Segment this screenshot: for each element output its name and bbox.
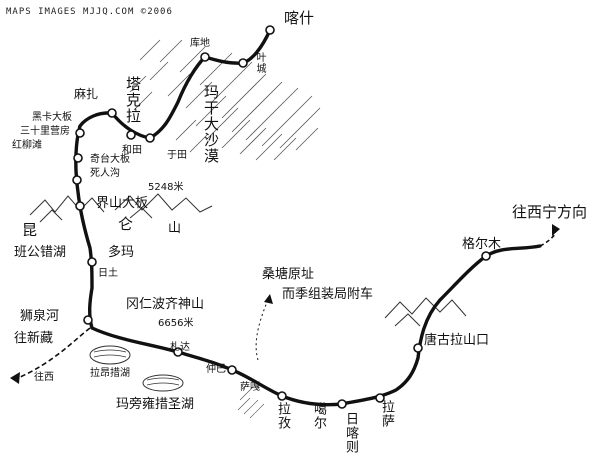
label-gaer: 噶尔 xyxy=(311,402,326,430)
label-saga: 萨嘎 xyxy=(240,382,260,393)
label-zhongba: 仲巴 xyxy=(206,364,226,375)
mountain-range-south xyxy=(384,297,467,327)
label-taklamakan-1: 塔克拉 xyxy=(124,76,142,124)
label-to-qinghai: 往西宁方向 xyxy=(512,203,588,221)
hatch-patch-saga xyxy=(237,387,265,419)
label-kunlun-3: 山 xyxy=(168,221,182,236)
label-sirengou: 死人沟 xyxy=(90,168,120,179)
label-taklamakan-2: 玛干大沙漠 xyxy=(202,84,220,164)
label-kudi: 库地 xyxy=(190,38,210,49)
label-xinzang: 往新藏 xyxy=(14,331,54,346)
arrow-to-west xyxy=(17,327,91,379)
label-qipan: 奇台大板 xyxy=(90,154,130,165)
town-markers xyxy=(72,25,491,409)
label-zhongba-lake: 札达 xyxy=(170,342,190,353)
label-note-line2: 而季组装局附车 xyxy=(282,287,374,302)
desert-hatching xyxy=(129,39,321,161)
label-pass-south: 唐古拉山口 xyxy=(424,333,490,348)
label-kunlun-1: 昆 xyxy=(22,221,38,239)
label-ritu: 日土 xyxy=(98,268,118,279)
label-hongliutan: 红柳滩 xyxy=(12,140,42,151)
label-note-line1: 桑塘原址 xyxy=(262,267,315,282)
arrow-to-west-head xyxy=(10,372,20,384)
label-to-west: 往西 xyxy=(34,372,54,383)
arrow-to-qinghai xyxy=(539,232,557,247)
label-mapam: 玛旁雍措圣湖 xyxy=(116,397,195,412)
label-sanshili: 三十里营房 xyxy=(20,126,70,137)
label-peak-name: 冈仁波齐神山 xyxy=(126,297,205,312)
label-shiquanhe: 狮泉河 xyxy=(20,309,60,324)
label-kashgar: 喀什 xyxy=(284,9,315,27)
label-jieshan: 界山大板 xyxy=(96,196,149,211)
label-hetian: 和田 xyxy=(122,145,142,156)
note-leader xyxy=(255,299,269,361)
label-lazi: 拉孜 xyxy=(275,402,290,430)
route-line xyxy=(74,28,542,407)
label-yutian: 于田 xyxy=(167,150,187,161)
label-laang: 拉昂措湖 xyxy=(90,368,130,379)
label-yecheng: 叶城 xyxy=(254,52,265,74)
label-rikaze: 日喀则 xyxy=(343,412,358,454)
arrow-to-qinghai-head xyxy=(552,224,560,236)
mountain-range-kunlun xyxy=(29,193,213,223)
label-lasa: 拉萨 xyxy=(379,400,394,428)
label-kunlun-2: 仑 xyxy=(118,215,134,233)
label-mazar: 麻扎 xyxy=(74,87,99,101)
label-bangong: 班公错湖 xyxy=(14,245,67,260)
label-heitudaban: 黑卡大板 xyxy=(32,112,72,123)
label-gelamu: 格尔木 xyxy=(462,237,502,252)
note-leader-head xyxy=(264,294,273,304)
lake-mapam xyxy=(142,374,184,392)
label-peak-height: 6656米 xyxy=(158,318,194,329)
lake-laang xyxy=(89,345,131,365)
label-duoma: 多玛 xyxy=(108,245,135,260)
label-jieshan-height: 5248米 xyxy=(148,182,184,193)
watermark: MAPS IMAGES MJJQ.COM ©2006 xyxy=(6,7,173,17)
